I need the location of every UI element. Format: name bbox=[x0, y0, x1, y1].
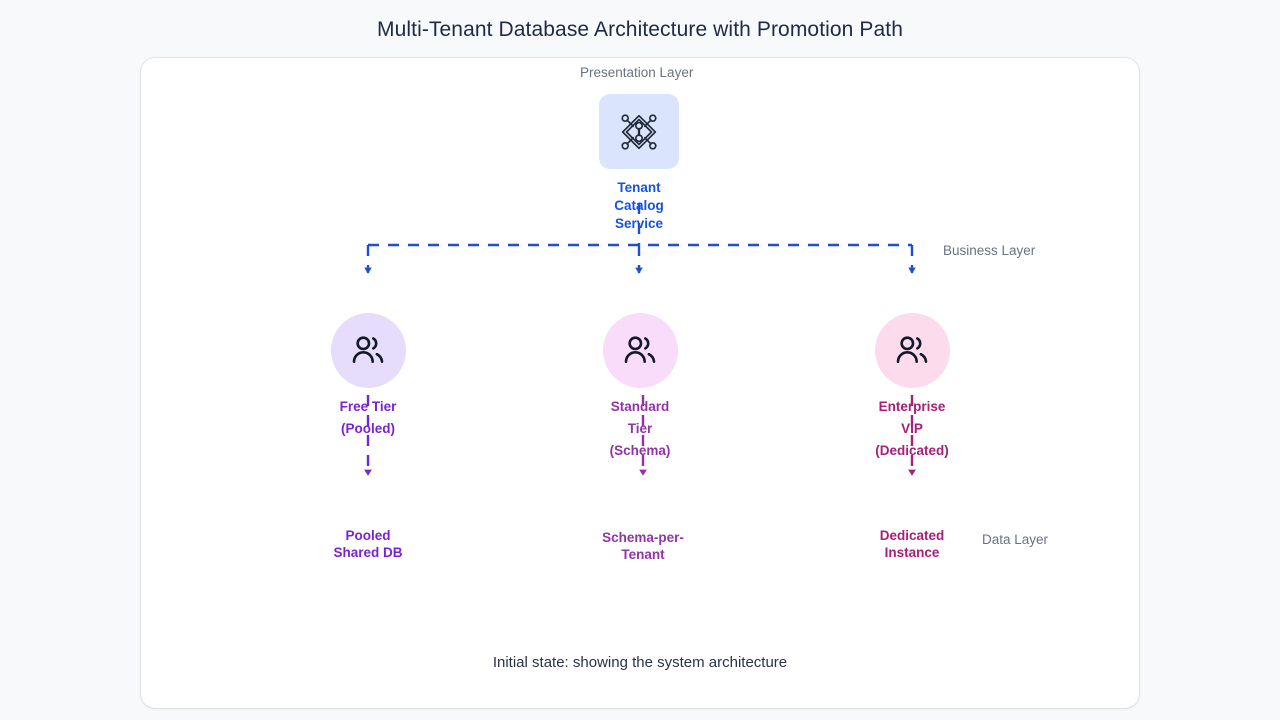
layer-label-data: Data Layer bbox=[982, 532, 1049, 547]
layer-label-business: Business Layer bbox=[943, 243, 1036, 258]
users-icon bbox=[896, 335, 928, 363]
free-tier-label: Free Tier (Pooled) bbox=[339, 399, 397, 436]
network-topology-icon bbox=[621, 113, 657, 150]
node-pooled-shared-db[interactable]: Pooled Shared DB bbox=[333, 528, 403, 560]
standard-tier-circle bbox=[602, 313, 678, 388]
users-icon bbox=[624, 335, 656, 363]
diagram-card: Presentation Layer bbox=[141, 58, 1139, 708]
enterprise-vip-circle bbox=[874, 313, 950, 388]
enterprise-vip-label: Enterprise VIP (Dedicated) bbox=[875, 399, 949, 458]
standard-tier-label: Standard Tier (Schema) bbox=[609, 399, 671, 458]
users-icon bbox=[352, 335, 384, 363]
page-title: Multi-Tenant Database Architecture with … bbox=[377, 18, 903, 41]
node-free-tier[interactable]: Free Tier (Pooled) bbox=[330, 313, 406, 440]
node-schema-per-tenant[interactable]: Schema-per- Tenant bbox=[602, 530, 684, 562]
service-icon-box bbox=[599, 94, 679, 169]
service-label: Tenant Catalog Service bbox=[614, 180, 664, 231]
free-tier-circle bbox=[330, 313, 406, 388]
node-enterprise-vip[interactable]: Enterprise VIP (Dedicated) bbox=[874, 313, 950, 462]
layer-label-presentation: Presentation Layer bbox=[580, 65, 694, 80]
node-dedicated-instance[interactable]: Dedicated Instance bbox=[879, 528, 945, 560]
status-caption: Initial state: showing the system archit… bbox=[492, 654, 788, 671]
node-standard-tier[interactable]: Standard Tier (Schema) bbox=[602, 313, 678, 462]
node-tenant-catalog-service[interactable]: Tenant Catalog Service bbox=[599, 94, 679, 233]
